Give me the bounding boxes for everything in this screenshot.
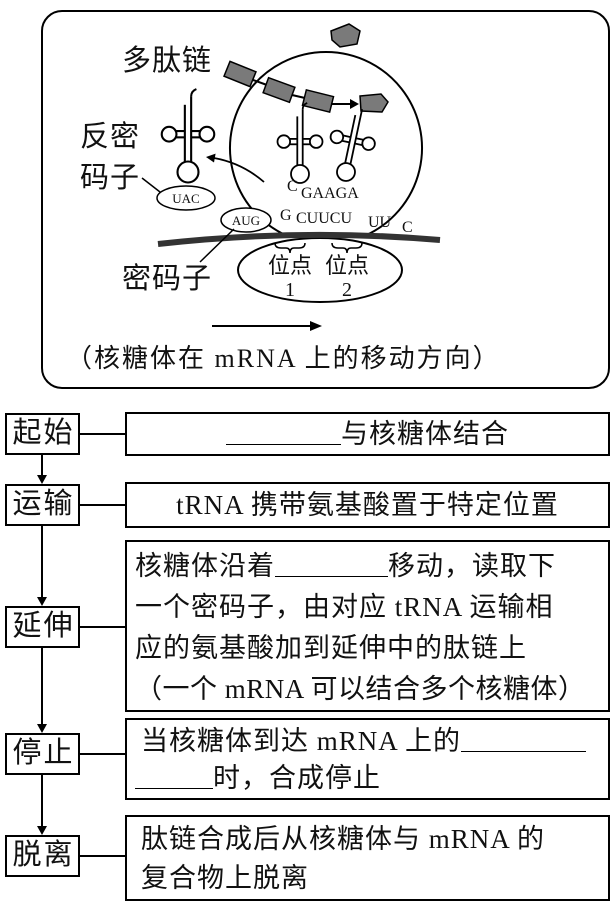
elongation-line-2: 一个密码子，由对应 tRNA 运输相	[135, 592, 554, 622]
trna-released	[160, 88, 216, 184]
step-label-release: 脱离	[5, 835, 80, 877]
release-line-1: 肽链合成后从核糖体与 mRNA 的	[141, 824, 546, 854]
anticodon-letter: C	[287, 178, 298, 195]
codon-label: 密码子	[122, 262, 212, 295]
codon-letters: UU	[368, 214, 392, 231]
trna-loop	[198, 125, 216, 143]
step-label-start: 起始	[5, 413, 80, 455]
peptide-transfer-arrowhead	[350, 99, 359, 109]
released-anticodon-text: UAC	[172, 191, 199, 206]
elongation-line-3: 应的氨基酸加到延伸中的肽链上	[135, 633, 527, 663]
mrna-strand	[157, 231, 441, 247]
codon-leader-line	[199, 228, 235, 263]
peptide-bond	[252, 79, 268, 86]
anticodon-label-line-2: 码子	[80, 162, 140, 194]
anticodon-letters: GAAGA	[301, 185, 359, 202]
figure-frame	[41, 10, 610, 389]
trna-anticodon-loop	[290, 164, 310, 184]
elongation-line-1: 核糖体沿着 移动，读取下	[135, 546, 608, 587]
site-1-brace	[274, 242, 306, 254]
elongation-line-4: （一个 mRNA 可以结合多个核糖体）	[135, 674, 586, 704]
trna-arm	[355, 137, 365, 141]
codon-letter: C	[402, 219, 413, 236]
termination-step-box: 当核糖体到达 mRNA 上的 时，合成停止	[125, 718, 610, 800]
amino-acid	[262, 76, 296, 104]
movement-direction-arrowhead	[310, 321, 322, 331]
site-1-label: 位点	[268, 253, 312, 278]
trna-arm	[354, 142, 363, 147]
trna-loop	[160, 125, 178, 143]
ribosome-large-subunit	[229, 51, 423, 236]
trna-site-2	[329, 108, 376, 182]
trna-arm	[341, 139, 350, 144]
anticodon-leader-line	[141, 177, 161, 193]
trna-stem	[344, 114, 357, 163]
release-step-box: 肽链合成后从核糖体与 mRNA 的 复合物上脱离	[125, 815, 610, 901]
answer-blank	[226, 421, 341, 445]
termination-line-2: 时，合成停止	[135, 760, 608, 797]
trna-site-1	[276, 102, 324, 184]
peptide-bond	[291, 94, 306, 99]
step-label-termination: 停止	[5, 733, 80, 775]
release-line-2: 复合物上脱离	[141, 863, 309, 893]
trna-loop	[309, 134, 324, 149]
polypeptide-label: 多肽链	[122, 44, 212, 77]
anticodon-label-line-1: 反密	[80, 120, 140, 153]
start-step-box: 与核糖体结合	[125, 412, 610, 456]
ribosome-small-subunit	[237, 237, 403, 303]
site-2-label: 位点	[325, 253, 369, 278]
free-amino-acid	[330, 23, 361, 48]
codon-letters: CUUCU	[296, 210, 352, 227]
answer-blank	[275, 553, 388, 577]
step-label-transport: 运输	[5, 484, 80, 526]
site-1-number: 1	[285, 279, 295, 301]
trna-arm	[342, 134, 351, 138]
trna-stem	[349, 108, 363, 164]
termination-line-2-text: 时，合成停止	[213, 763, 381, 793]
transport-step-box: tRNA 携带氨基酸置于特定位置	[125, 482, 610, 528]
start-step-text: 与核糖体结合	[341, 419, 509, 449]
termination-line-1: 当核糖体到达 mRNA 上的	[141, 723, 608, 760]
flow-arrowhead	[37, 597, 47, 606]
released-anticodon-ellipse	[156, 185, 216, 211]
amino-acid	[359, 93, 389, 113]
codon-letter: G	[280, 207, 292, 224]
trna-anticodon-loop	[176, 160, 200, 184]
elongation-line-1-end: 移动，读取下	[388, 551, 556, 581]
amino-acid	[223, 60, 257, 88]
termination-line-1-text: 当核糖体到达 mRNA 上的	[141, 726, 462, 756]
translation-figure: UAC AUG C GAAGA G CUUCU UU C 位点 1 位点 2 多…	[41, 10, 610, 389]
trna-exit-arrowhead	[206, 153, 216, 163]
figure-caption: （核糖体在 mRNA 上的移动方向）	[66, 344, 501, 373]
transport-step-text: tRNA 携带氨基酸置于特定位置	[176, 490, 559, 520]
answer-blank	[135, 765, 213, 789]
trna-loop	[276, 134, 291, 149]
trna-anticodon-loop	[336, 162, 356, 182]
site-2-number: 2	[342, 279, 352, 301]
trna-acceptor-end	[190, 88, 197, 97]
trna-loop	[329, 129, 345, 145]
trna-acceptor-end	[301, 102, 308, 110]
trna-exit-arrow-shaft	[213, 157, 265, 183]
flow-arrowhead	[37, 475, 47, 484]
elongation-line-1-start: 核糖体沿着	[135, 551, 275, 581]
trna-loop	[361, 136, 376, 151]
elongation-step-box: 核糖体沿着 移动，读取下 一个密码子，由对应 tRNA 运输相 应的氨基酸加到延伸…	[125, 540, 610, 712]
answer-blank	[461, 728, 587, 752]
polypeptide-chain	[223, 60, 389, 114]
flow-arrowhead	[37, 826, 47, 835]
step-label-elongation: 延伸	[5, 606, 80, 648]
start-codon-text: AUG	[232, 213, 260, 228]
site-2-brace	[331, 242, 363, 254]
start-codon-ellipse	[220, 207, 272, 233]
flow-arrowhead	[37, 724, 47, 733]
